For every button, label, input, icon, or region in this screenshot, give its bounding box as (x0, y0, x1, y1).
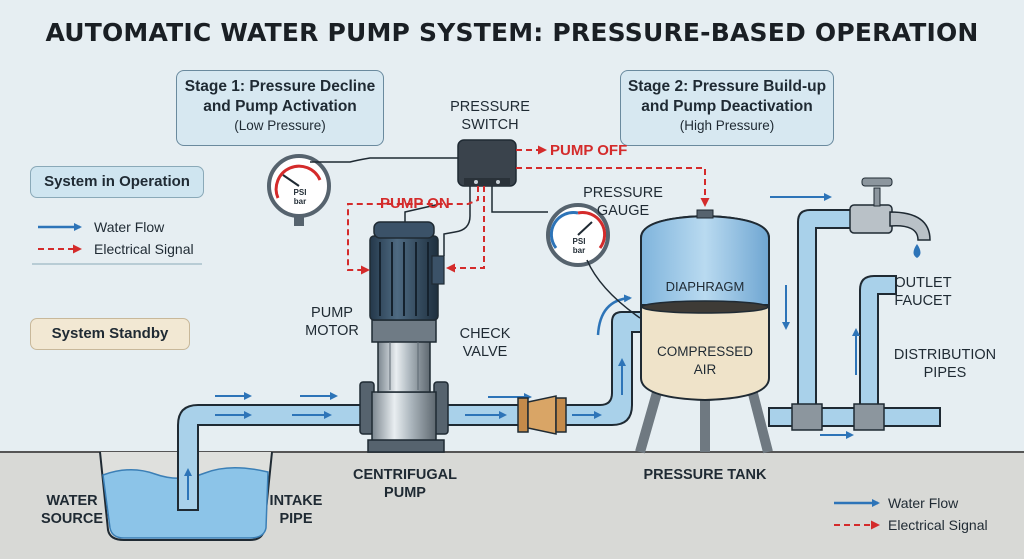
pressure-gauge-label: PRESSURE GAUGE (583, 185, 663, 219)
legend-bottom-icons (834, 499, 880, 530)
pump-on-label: PUMP ON (380, 195, 450, 212)
centrifugal-pump (359, 319, 449, 453)
legend-top-icons (32, 223, 202, 265)
water-source-label: WATER SOURCE (40, 493, 104, 527)
stage2-title-line1: Stage 2: Pressure Build-up (627, 78, 827, 95)
check-valve (517, 395, 567, 435)
gauge-right (546, 203, 610, 267)
stage1-title-line2: and Pump Activation (203, 98, 357, 115)
pump-motor-label: PUMP MOTOR (305, 305, 359, 339)
intake-pipe (177, 392, 366, 511)
stage1-box: Stage 1: Pressure Decline and Pump Activ… (176, 70, 384, 146)
gauge-right-unit: PSI bar (572, 237, 586, 255)
pressure-tank-label: PRESSURE TANK (643, 467, 767, 483)
legend-top-water-label: Water Flow (94, 219, 165, 235)
electrical-signals (347, 145, 710, 275)
discharge-pipe (444, 294, 646, 426)
pressure-tank (635, 209, 773, 454)
connector-lines (310, 157, 641, 319)
legend-bottom-water-label: Water Flow (888, 495, 959, 511)
gauge-left-unit: PSI bar (293, 188, 307, 206)
intake-pipe-label: INTAKE PIPE (269, 493, 323, 527)
stage1-title-line1: Stage 1: Pressure Decline (184, 78, 376, 95)
status-operation: System in Operation (30, 166, 204, 198)
stage2-title-line2: and Pump Deactivation (641, 98, 813, 115)
distribution-pipes (768, 193, 941, 439)
outlet-faucet-label: OUTLET FAUCET (894, 275, 952, 309)
outlet-faucet (849, 177, 931, 258)
gauge-left (267, 154, 331, 226)
centrifugal-pump-label: CENTRIFUGAL PUMP (353, 467, 457, 501)
legend-top-electrical-label: Electrical Signal (94, 241, 194, 257)
compressed-air-label: COMPRESSED AIR (656, 344, 754, 377)
pressure-switch-label: PRESSURE SWITCH (450, 99, 530, 133)
status-standby: System Standby (30, 318, 190, 350)
distribution-pipes-label: DISTRIBUTION PIPES (893, 347, 997, 381)
stage1-subtitle: (Low Pressure) (234, 118, 326, 133)
pressure-switch (457, 139, 517, 187)
pump-off-label: PUMP OFF (550, 142, 628, 159)
stage2-box: Stage 2: Pressure Build-up and Pump Deac… (620, 70, 834, 146)
legend-bottom-electrical-label: Electrical Signal (888, 517, 988, 533)
diagram-title: AUTOMATIC WATER PUMP SYSTEM: PRESSURE-BA… (45, 18, 979, 47)
check-valve-label: CHECK VALVE (459, 326, 511, 360)
stage2-subtitle: (High Pressure) (679, 118, 775, 133)
pump-motor (369, 221, 445, 321)
diaphragm-label: DIAPHRAGM (665, 279, 745, 294)
